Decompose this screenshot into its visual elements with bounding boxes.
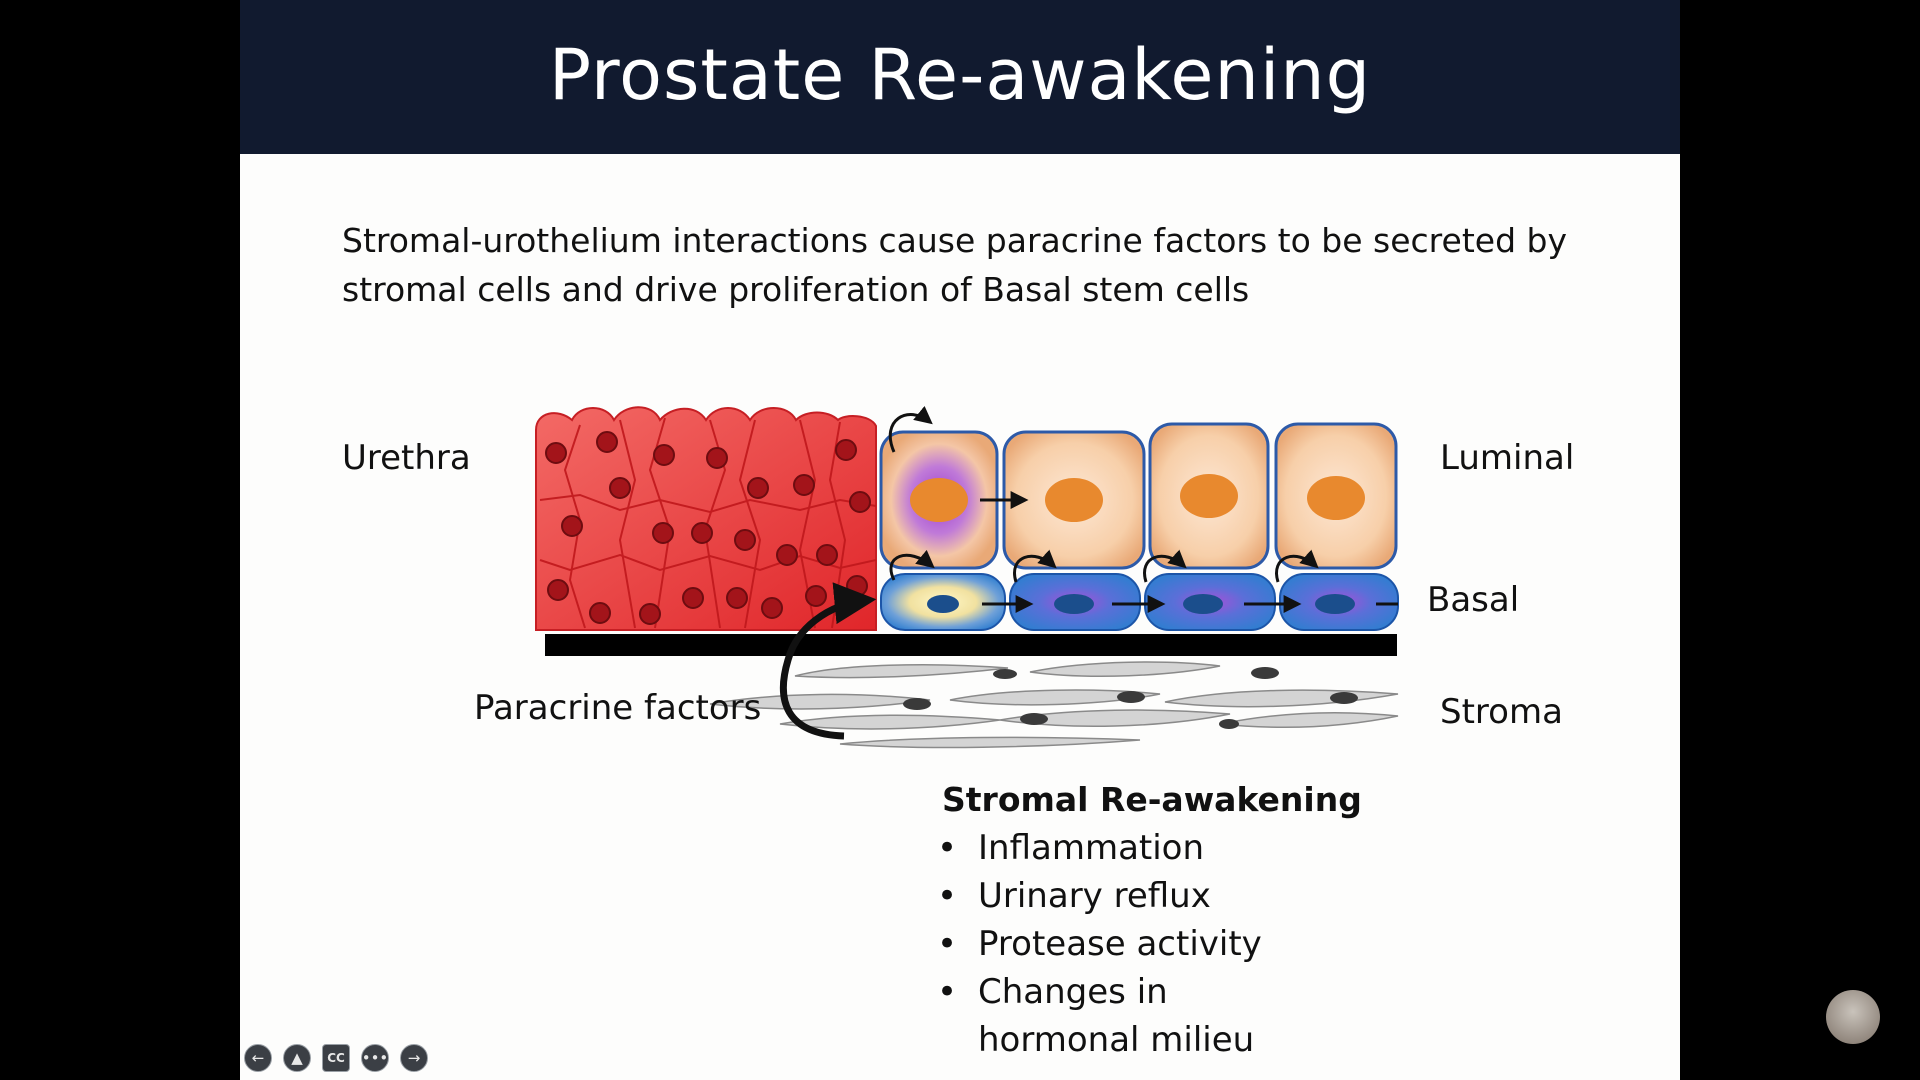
bullet-item: Urinary reflux	[930, 872, 1450, 920]
paracrine-factors-label: Paracrine factors	[474, 688, 762, 728]
list-heading: Stromal Re-awakening	[942, 780, 1362, 819]
slideshow-controls: ← ▲ CC ••• →	[244, 1044, 428, 1074]
presenter-logo-icon	[1826, 990, 1880, 1044]
captions-button[interactable]: CC	[322, 1044, 350, 1072]
luminal-label: Luminal	[1440, 438, 1575, 478]
stroma-label: Stroma	[1440, 692, 1563, 732]
title-bar: Prostate Re-awakening	[240, 0, 1680, 154]
bullet-item: Inflammation	[930, 824, 1450, 872]
stromal-reawakening-list: Stromal Re-awakening Inflammation Urinar…	[930, 776, 1450, 1064]
prostate-diagram	[535, 405, 1399, 749]
bullet-item: Protease activity	[930, 920, 1450, 968]
pointer-tool-button[interactable]: ▲	[283, 1044, 311, 1072]
urethra-label: Urethra	[342, 438, 471, 478]
bullet-item: Changes in hormonal milieu	[930, 968, 1338, 1064]
luminal-cells	[879, 422, 1398, 570]
urethra-cells	[535, 406, 877, 631]
next-slide-button[interactable]: →	[400, 1044, 428, 1072]
basement-membrane	[545, 634, 1397, 656]
bullet-list: Inflammation Urinary reflux Protease act…	[930, 824, 1450, 1064]
more-options-button[interactable]: •••	[361, 1044, 389, 1072]
slide: Prostate Re-awakening Stromal-urothelium…	[240, 0, 1680, 1080]
slide-title: Prostate Re-awakening	[548, 34, 1372, 116]
stroma-cells	[709, 661, 1399, 749]
previous-slide-button[interactable]: ←	[244, 1044, 272, 1072]
basal-label: Basal	[1427, 580, 1520, 620]
paracrine-arrow	[779, 582, 877, 740]
proliferation-arrows	[888, 405, 1398, 613]
basal-cells	[880, 573, 1399, 631]
intro-text: Stromal-urothelium interactions cause pa…	[342, 221, 1567, 309]
